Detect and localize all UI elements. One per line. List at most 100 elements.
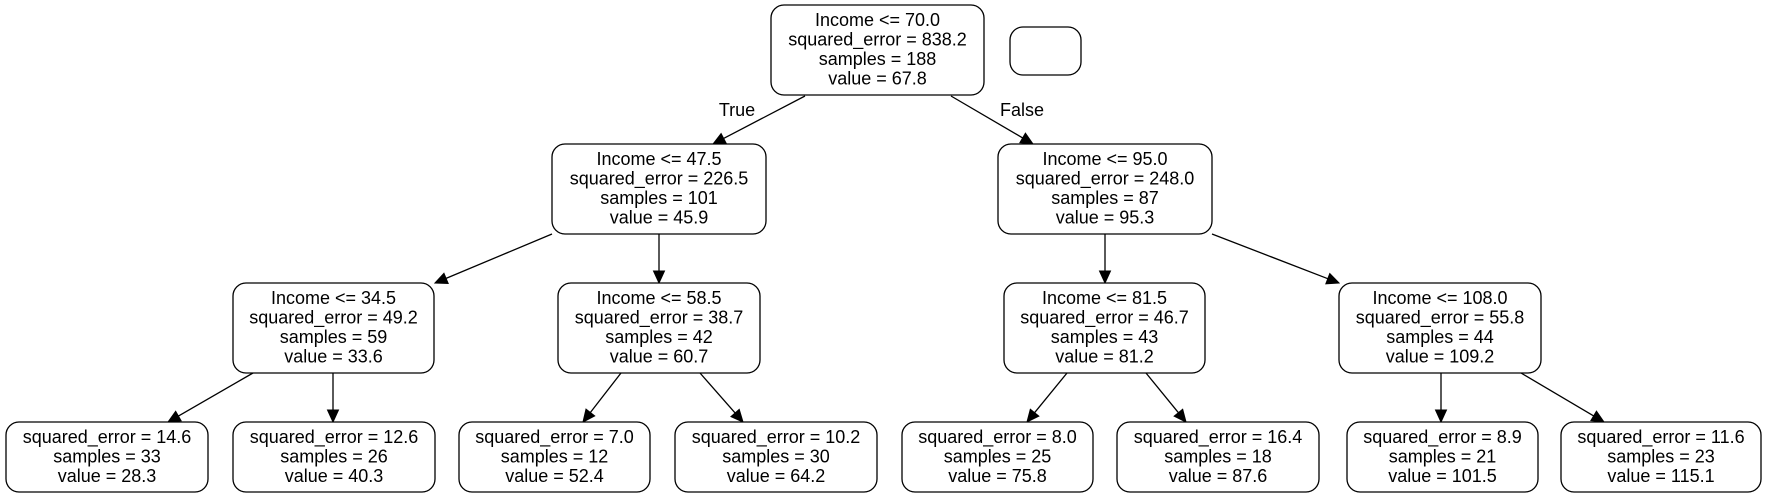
node-text-line: Income <= 34.5 [271,288,396,308]
node-box [5,421,209,493]
edge-n2-n5 [1098,234,1112,285]
node-text-line: samples = 23 [1607,446,1715,466]
arrowhead-icon [1026,408,1040,423]
node-text-line: squared_error = 10.2 [692,427,861,448]
edge-n2-n6 [1211,233,1341,285]
node-text-line: squared_error = 7.0 [475,427,634,448]
node-text-line: squared_error = 8.0 [918,427,1077,448]
edge-n0-n1: True [711,95,806,145]
node-text-line: samples = 59 [280,327,388,347]
node-text-line: value = 64.2 [727,466,826,486]
edge-line [445,233,553,279]
node-text-line: samples = 33 [53,446,161,466]
arrowhead-icon [1098,270,1112,285]
node-text-line: value = 67.8 [828,69,927,89]
node-box [770,4,985,96]
node-text-line: squared_error = 838.2 [788,30,967,51]
edge-n5-n11 [1026,372,1068,423]
edge-line [1520,372,1594,417]
node-text-line: samples = 21 [1389,446,1497,466]
node-text-line: squared_error = 248.0 [1016,169,1195,190]
node-text-line: squared_error = 8.9 [1363,427,1522,448]
node-box [557,282,761,374]
node-text-line: value = 60.7 [610,347,709,367]
node-box [901,421,1094,493]
node-box [1338,282,1542,374]
arrowhead-icon [166,410,182,423]
node-text-line: samples = 18 [1164,446,1272,466]
node-text-line: samples = 25 [944,446,1052,466]
arrowhead-icon [433,272,449,284]
node-text-line: value = 52.4 [505,466,604,486]
node-box [232,282,435,374]
edge-line [1034,372,1068,414]
edge-line [178,372,254,417]
edge-n4-n9 [582,372,622,423]
node-text-line: value = 28.3 [58,466,157,486]
edge-line [1211,233,1329,280]
empty-legend-node [1009,26,1082,76]
node-text-line: squared_error = 11.6 [1577,427,1744,448]
node-text-line: value = 40.3 [285,466,384,486]
edge-label: True [719,100,755,120]
node-text-line: value = 33.6 [284,347,383,367]
node-text-line: Income <= 95.0 [1042,149,1167,169]
node-text-line: Income <= 47.5 [596,149,721,169]
edge-line [589,372,622,413]
edge-line [699,372,736,414]
node-box [674,421,878,493]
arrowhead-icon [730,408,744,423]
arrowhead-icon [1590,410,1606,423]
edge-n6-n14 [1520,372,1606,423]
edge-line [1145,372,1179,414]
node-text-line: value = 101.5 [1388,466,1497,486]
node-text-line: squared_error = 55.8 [1356,308,1525,329]
node-text-line: samples = 87 [1051,188,1159,208]
node-text-line: samples = 26 [280,446,388,466]
node-text-line: Income <= 81.5 [1042,288,1167,308]
node-box [1009,26,1082,76]
edge-n3-n7 [166,372,254,423]
node-text-line: squared_error = 14.6 [23,427,192,448]
node-text-line: squared_error = 12.6 [250,427,419,448]
node-text-line: samples = 12 [501,446,609,466]
node-text-line: samples = 43 [1051,327,1159,347]
edge-line [950,95,1023,139]
arrowhead-icon [711,132,727,145]
node-text-line: value = 81.2 [1055,347,1154,367]
node-text-line: value = 115.1 [1607,466,1714,486]
node-text-line: Income <= 70.0 [815,10,940,30]
edge-n3-n8 [326,373,340,424]
node-text-line: samples = 188 [819,49,937,69]
node-box [997,143,1213,235]
node-text-line: squared_error = 16.4 [1134,427,1303,448]
node-box [1116,421,1320,493]
node-text-line: samples = 30 [722,446,830,466]
node-box [1003,282,1206,374]
node-text-line: Income <= 58.5 [596,288,721,308]
node-text-line: squared_error = 49.2 [249,308,418,329]
node-text-line: squared_error = 226.5 [570,169,749,190]
arrowhead-icon [652,270,666,285]
node-box [1346,421,1539,493]
node-text-line: value = 45.9 [610,208,709,228]
node-box [458,421,651,493]
arrowhead-icon [582,408,596,423]
arrowhead-icon [1173,408,1187,423]
edge-label: False [1000,100,1044,120]
node-box [232,421,436,493]
node-text-line: samples = 44 [1386,327,1494,347]
